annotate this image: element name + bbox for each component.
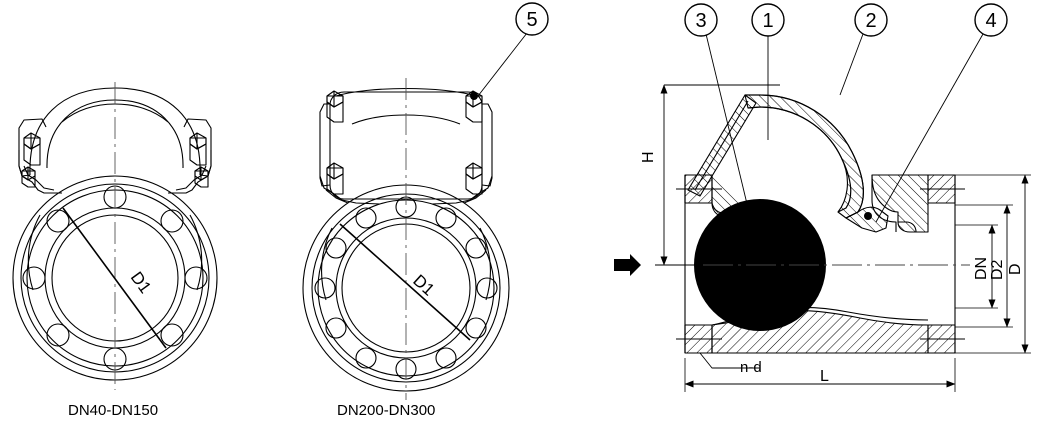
l-label: L: [820, 368, 829, 385]
callout-4-label: 4: [985, 10, 996, 32]
callout-3-label: 3: [695, 10, 706, 32]
flow-direction-arrow: [614, 254, 641, 276]
front-view-small: [12, 82, 218, 390]
bonnet-bolt-bl: [326, 162, 344, 195]
front-view-large: [302, 78, 510, 400]
callout-5-leader: [477, 32, 528, 97]
bonnet-bolt-br: [465, 162, 483, 195]
bonnet-bolt-low-right: [194, 166, 209, 188]
callout-group: 3 1 2 4 5: [515, 2, 1008, 37]
bonnet-bolt-tl: [326, 90, 344, 123]
bonnet-bolt-top-right: [189, 132, 207, 166]
callout-5-label: 5: [526, 9, 537, 31]
h-label: H: [640, 151, 657, 163]
callout-bubble-2[interactable]: 2: [854, 3, 888, 37]
bonnet-bolt-top-left: [23, 132, 41, 166]
d1-dimension-line-small: [62, 207, 167, 349]
dn-label: DN: [973, 257, 990, 280]
callout-2-label: 2: [865, 10, 876, 32]
flange-bolt-holes-large: [314, 196, 498, 380]
nd-leader-line: [699, 352, 760, 369]
d1-dimension-line-large: [339, 223, 471, 341]
d1-label-small: D1: [127, 268, 155, 297]
callout-3-leader: [705, 33, 749, 209]
callout-4-leader: [875, 33, 984, 223]
callout-bubble-3[interactable]: 3: [684, 3, 718, 37]
bonnet-bolt-tr: [465, 90, 483, 123]
caption-dn200-dn300: DN200-DN300: [337, 402, 436, 419]
d2-label: D2: [989, 259, 1006, 280]
nd-label: n-d: [740, 359, 762, 376]
d1-label-large: D1: [409, 271, 438, 300]
caption-dn40-dn150: DN40-DN150: [68, 402, 159, 419]
callout-bubble-4[interactable]: 4: [974, 3, 1008, 37]
cover-pivot-dot: [864, 212, 872, 220]
d-label: D: [1007, 263, 1024, 275]
cover-dome-inner: [747, 106, 852, 213]
right-seat-pocket: [871, 174, 929, 233]
callout-bubble-1[interactable]: 1: [751, 3, 785, 37]
bonnet-bolt-low-left: [21, 166, 36, 188]
callout-1-label: 1: [762, 10, 773, 32]
callout-bubble-5[interactable]: 5: [515, 2, 549, 36]
section-view: [477, 32, 1031, 392]
callout-2-leader: [839, 33, 864, 96]
